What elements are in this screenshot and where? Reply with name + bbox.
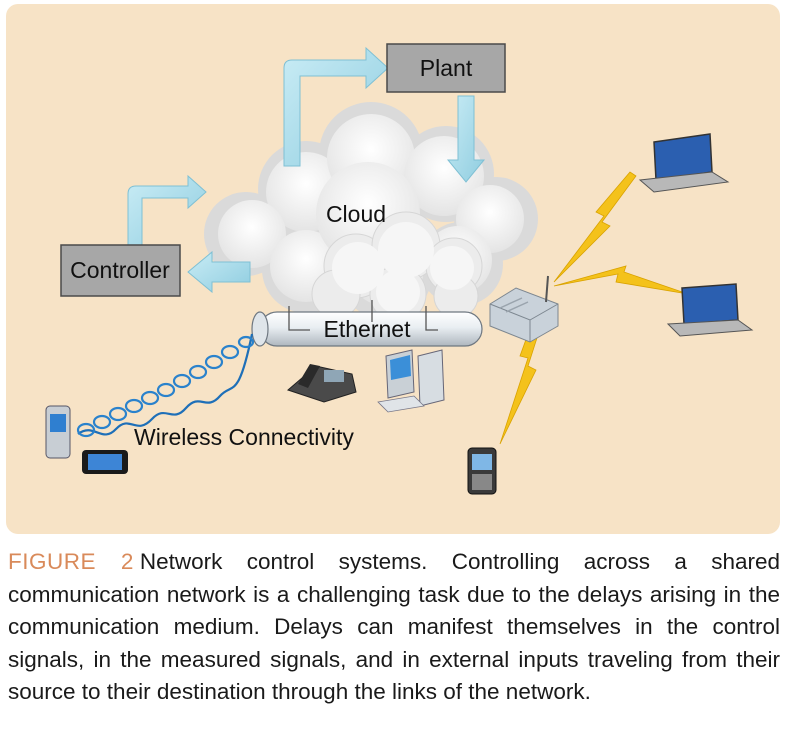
- plant-box: Plant: [386, 43, 506, 93]
- ethernet-label: Ethernet: [324, 316, 412, 342]
- arrow-plant-to-cloud: [446, 95, 486, 183]
- pda-phone-icon: [467, 447, 497, 495]
- laptop-icon: [666, 283, 754, 337]
- smartphone-icon: [82, 450, 128, 474]
- wireless-signal: [76, 333, 255, 438]
- cloud-label: Cloud: [326, 201, 386, 227]
- arrow-cloud-to-plant: [283, 46, 389, 167]
- desktop-computer-icon: [377, 349, 445, 413]
- arrow-cloud-to-controller: [187, 250, 251, 294]
- laptop-icon: [638, 133, 730, 193]
- cloud-shape: [204, 102, 538, 323]
- caption-text: Network control systems. Controlling acr…: [8, 549, 780, 704]
- figure-label: FIGURE 2: [8, 549, 134, 574]
- ethernet-cable: [251, 300, 483, 347]
- controller-box: Controller: [60, 244, 181, 297]
- wireless-router-icon: [489, 275, 559, 343]
- arrow-controller-to-cloud: [127, 174, 207, 249]
- wireless-label: Wireless Connectivity: [134, 424, 354, 450]
- network-diagram: Plant Cloud Controller Ethernet Wireless…: [45, 43, 754, 495]
- controller-label: Controller: [70, 257, 170, 283]
- diagram-panel: Plant Cloud Controller Ethernet Wireless…: [6, 4, 780, 534]
- mobile-phone-icon: [45, 405, 71, 459]
- plant-label: Plant: [420, 55, 473, 81]
- desk-phone-icon: [287, 364, 357, 403]
